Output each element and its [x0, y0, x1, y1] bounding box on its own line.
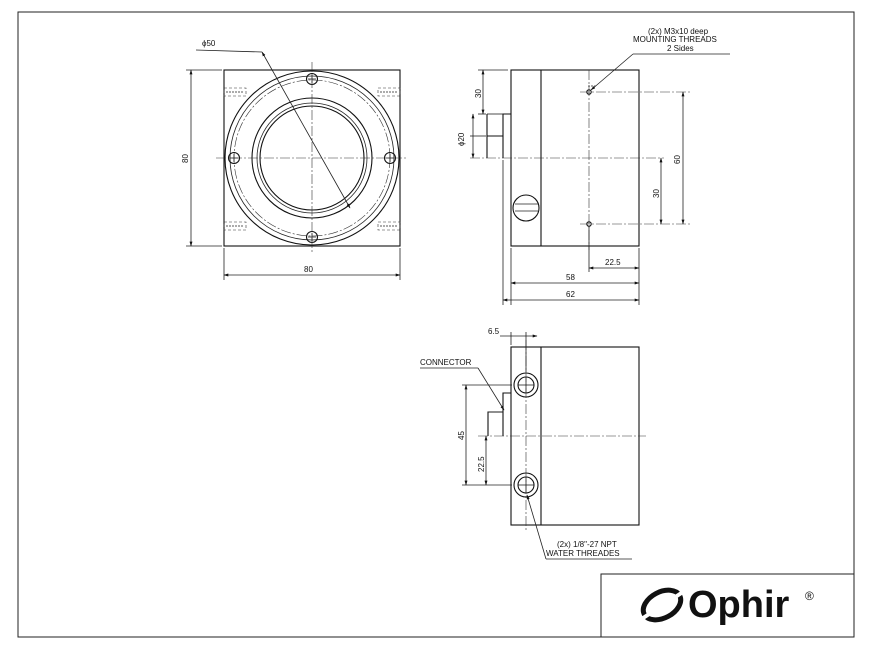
title-block: Ophir ® [600, 573, 855, 638]
water-note-line2: WATER THREADES [546, 549, 620, 558]
diameter-dimension-line [261, 51, 351, 209]
title-block-frame [600, 573, 855, 638]
dim-22-5-label: 22.5 [605, 258, 621, 267]
registered-mark: ® [805, 589, 814, 603]
dim-58-label: 58 [566, 273, 575, 282]
dim-62-label: 62 [566, 290, 575, 299]
aperture-boss [486, 113, 511, 158]
thread-hole-bottom-right [377, 221, 401, 231]
mounting-note-leader [590, 53, 634, 91]
dim-22-5-back-label: 22.5 [477, 456, 486, 472]
diameter-leader [195, 49, 263, 53]
dim-6-5-label: 6.5 [488, 327, 500, 336]
diameter-label: ϕ50 [202, 39, 216, 48]
dim-30-top-label: 30 [474, 89, 483, 98]
side-connector-knob [512, 194, 540, 222]
width-label: 80 [304, 265, 313, 274]
connector-leader [477, 367, 505, 411]
mounting-note-line3: 2 Sides [667, 44, 694, 53]
back-view: 6.5 CONNECTOR 45 22.5 (2x) 1/8"-27 NPT W… [420, 327, 646, 560]
dim-45-label: 45 [457, 431, 466, 440]
mounting-note-line2: MOUNTING THREADS [633, 35, 717, 44]
dim-phi20-label: ϕ20 [457, 132, 466, 146]
water-note-leader [526, 494, 547, 560]
thread-hole-top-right [377, 87, 401, 97]
side-view: (2x) M3x10 deep MOUNTING THREADS 2 Sides… [457, 27, 730, 305]
thread-hole-top-left [223, 87, 247, 97]
water-note-line1: (2x) 1/8"-27 NPT [557, 540, 617, 549]
connector-boss [487, 392, 511, 436]
dim-60-label: 60 [673, 155, 682, 164]
dim-30-right-label: 30 [652, 189, 661, 198]
drawing-frame [17, 11, 855, 638]
ophir-logo-icon [638, 587, 688, 623]
height-label: 80 [181, 154, 190, 163]
connector-label: CONNECTOR [420, 358, 472, 367]
thread-hole-bottom-left [223, 221, 247, 231]
mounting-note-line1: (2x) M3x10 deep [648, 27, 709, 36]
brand-name: Ophir [688, 584, 790, 626]
front-view: ϕ50 80 80 [181, 39, 408, 280]
